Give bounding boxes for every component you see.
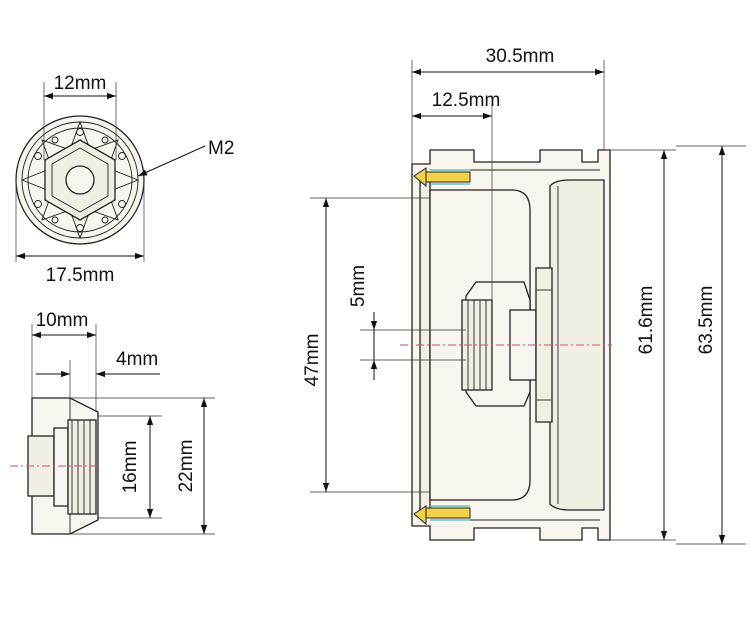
callout-m2: M2 xyxy=(137,138,234,177)
dim-12-5mm: 12.5mm xyxy=(412,90,500,300)
label-16mm: 16mm xyxy=(120,441,141,494)
label-30-5mm: 30.5mm xyxy=(486,46,555,67)
dim-30-5mm: 30.5mm xyxy=(411,46,605,164)
label-47mm: 47mm xyxy=(302,334,323,387)
label-4mm: 4mm xyxy=(116,349,158,370)
hub-front-view xyxy=(15,115,145,245)
dim-22mm: 22mm xyxy=(70,397,215,535)
dim-5mm: 5mm xyxy=(348,265,466,380)
dim-63-5mm: 63.5mm xyxy=(676,145,746,545)
wheel-section xyxy=(400,149,612,541)
label-10mm: 10mm xyxy=(36,310,89,331)
label-61-6mm: 61.6mm xyxy=(636,286,657,355)
dim-12mm: 12mm xyxy=(43,73,117,160)
hub-side-view xyxy=(10,397,100,535)
label-22mm: 22mm xyxy=(176,440,197,493)
label-m2: M2 xyxy=(208,138,234,159)
dim-61-6mm: 61.6mm xyxy=(604,149,676,541)
label-5mm: 5mm xyxy=(348,265,369,307)
label-63-5mm: 63.5mm xyxy=(696,286,717,355)
label-12mm: 12mm xyxy=(54,73,107,94)
dim-47mm: 47mm xyxy=(302,197,430,493)
dim-17-5mm: 17.5mm xyxy=(15,180,145,286)
dim-16mm: 16mm xyxy=(98,415,162,519)
label-12-5mm: 12.5mm xyxy=(432,90,501,111)
dim-4mm: 4mm xyxy=(36,349,160,398)
label-17-5mm: 17.5mm xyxy=(46,265,115,286)
dim-10mm: 10mm xyxy=(31,310,97,412)
